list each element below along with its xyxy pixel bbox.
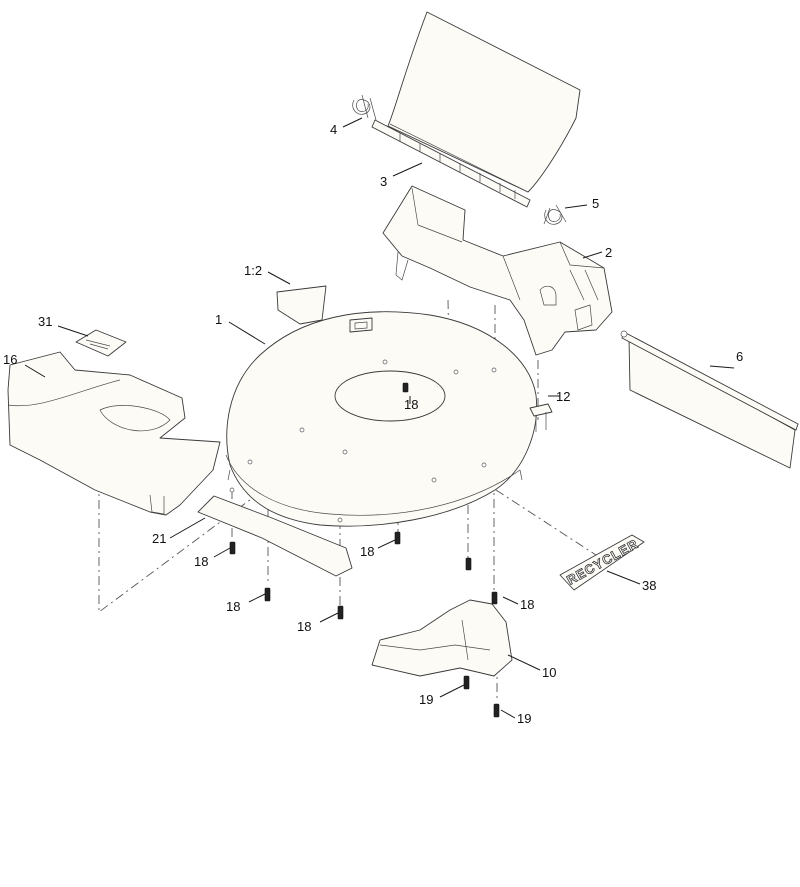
part-2-rear-housing bbox=[382, 185, 613, 356]
callout-38: 38 bbox=[642, 578, 656, 593]
part-3-rear-flap bbox=[371, 11, 581, 208]
callout-18-bottom: 18 bbox=[297, 619, 311, 634]
part-12-bracket bbox=[529, 403, 553, 432]
leader-lines bbox=[24, 117, 735, 719]
callout-5: 5 bbox=[592, 196, 599, 211]
part-1-2-small-shield bbox=[276, 285, 327, 325]
callout-16: 16 bbox=[3, 352, 17, 367]
callout-2: 2 bbox=[605, 245, 612, 260]
callout-labels: 4 3 5 2 1:2 1 31 16 6 12 18 21 18 18 38 … bbox=[3, 122, 743, 726]
callout-18-left: 18 bbox=[194, 554, 208, 569]
part-4-torsion-spring bbox=[352, 94, 377, 121]
callout-4: 4 bbox=[330, 122, 337, 137]
callout-3: 3 bbox=[380, 174, 387, 189]
callout-6: 6 bbox=[736, 349, 743, 364]
callout-18-center: 18 bbox=[404, 397, 418, 412]
callout-18-right: 18 bbox=[520, 597, 534, 612]
callout-18-lower-left: 18 bbox=[226, 599, 240, 614]
part-31-decal bbox=[75, 329, 127, 357]
part-5-torsion-spring bbox=[543, 204, 567, 225]
part-1-mower-deck bbox=[225, 311, 538, 527]
part-38-recycler-decal: RECYCLER bbox=[559, 534, 645, 591]
callout-19-left: 19 bbox=[419, 692, 433, 707]
bolts bbox=[229, 382, 500, 718]
callout-1-2: 1:2 bbox=[244, 263, 262, 278]
callout-19-right: 19 bbox=[517, 711, 531, 726]
callout-10: 10 bbox=[542, 665, 556, 680]
callout-18-mid: 18 bbox=[360, 544, 374, 559]
part-16-side-deflector bbox=[7, 351, 221, 516]
part-10-baffle bbox=[371, 599, 513, 677]
callout-31: 31 bbox=[38, 314, 52, 329]
callout-21: 21 bbox=[152, 531, 166, 546]
part-6-side-flap bbox=[620, 330, 799, 469]
callout-12: 12 bbox=[556, 389, 570, 404]
callout-1: 1 bbox=[215, 312, 222, 327]
part-21-skid-plate bbox=[197, 495, 353, 577]
